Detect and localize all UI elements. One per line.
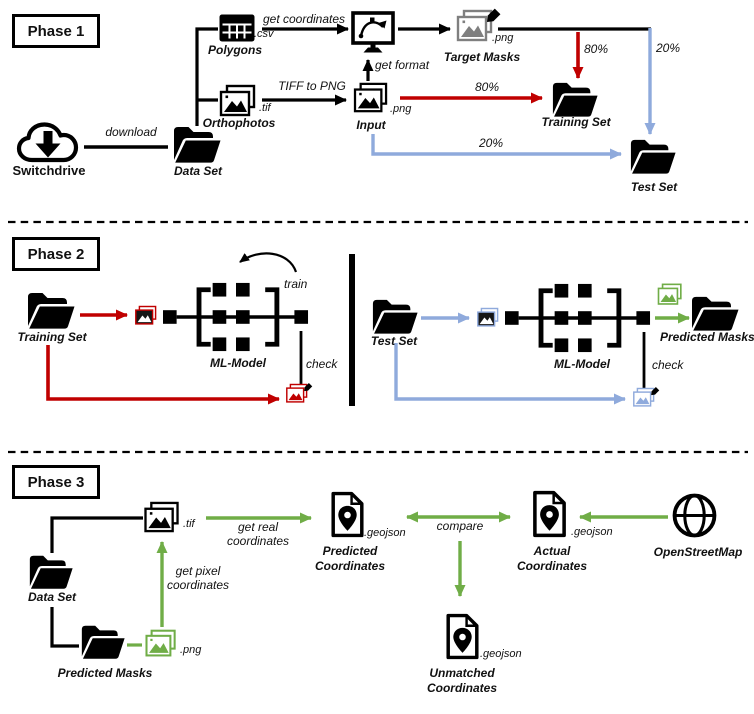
tif-image-icon — [142, 501, 182, 534]
training-set2-folder-icon — [26, 290, 76, 330]
phase3-box: Phase 3 — [12, 465, 100, 499]
predicted-output-image-icon — [656, 283, 684, 306]
test-set-folder-icon — [629, 137, 677, 175]
training-set-folder-icon — [551, 80, 599, 118]
check-right-image-icon — [632, 387, 660, 408]
vector-monitor-icon — [351, 11, 395, 57]
get-format-label: get format — [375, 58, 430, 72]
get-pixel-coordinates-label: get pixel coordinates — [166, 564, 230, 593]
ml-model-left-label: ML-Model — [210, 356, 266, 370]
predicted-coordinates-label: Predicted Coordinates — [314, 544, 385, 573]
get-real-coordinates-label: get real coordinates — [226, 520, 290, 549]
actual-geojson-ext-label: .geojson — [571, 526, 613, 538]
test-set2-folder-icon — [371, 297, 419, 335]
get-coordinates-label: get coordinates — [262, 12, 346, 26]
tif-ext-label: .tif — [259, 102, 271, 114]
pct20-horizontal-label: 20% — [478, 136, 504, 150]
check-right-label: check — [652, 358, 684, 372]
predicted-geojson-ext-label: .geojson — [364, 527, 406, 539]
input-image-icon — [350, 82, 392, 114]
input-png-ext-label: .png — [390, 103, 412, 115]
data-set-label: Data Set — [173, 164, 223, 178]
unmatched-coordinates-label: Unmatched Coordinates — [426, 666, 497, 695]
ml-model-left-icon — [163, 277, 309, 357]
csv-ext-label: .csv — [254, 28, 274, 40]
pct20-vertical-label: 20% — [656, 41, 681, 55]
target-masks-image-icon — [455, 8, 501, 43]
target-png-ext-label: .png — [492, 32, 514, 44]
pct80-horizontal-label: 80% — [474, 80, 500, 94]
phase2-box: Phase 2 — [12, 237, 100, 271]
training-input-image-icon — [134, 305, 158, 326]
orthophotos-image-icon — [217, 84, 259, 118]
train-loop-arrow — [239, 252, 298, 273]
predicted-masks2-folder-icon — [80, 623, 126, 660]
compare-label: compare — [436, 519, 484, 533]
phase2-title: Phase 2 — [27, 245, 85, 263]
test-set2-label: Test Set — [370, 334, 418, 348]
input-label: Input — [356, 118, 386, 132]
check-left-label: check — [306, 357, 338, 371]
png-ext-label: .png — [180, 644, 202, 656]
training-set-label: Training Set — [541, 115, 611, 129]
phase2-divider — [349, 254, 355, 406]
predicted-coordinates-doc-icon — [330, 491, 365, 538]
predicted-masks-folder-icon — [690, 294, 740, 332]
data-set2-folder-icon — [28, 553, 74, 590]
switchdrive-label: Switchdrive — [12, 163, 86, 178]
test-input-image-icon — [476, 307, 500, 328]
pct80-vertical-label: 80% — [584, 42, 609, 56]
unmatched-coordinates-doc-icon — [445, 613, 480, 660]
data-set-folder-icon — [172, 124, 222, 164]
tiff-to-png-label: TIFF to PNG — [278, 79, 346, 93]
cloud-download-icon — [16, 117, 80, 169]
check-left-image-icon — [285, 383, 313, 404]
phase1-title: Phase 1 — [27, 22, 85, 40]
predicted-masks-label: Predicted Masks — [660, 330, 754, 344]
target-masks-label: Target Masks — [443, 50, 521, 64]
polygons-table-icon — [218, 13, 256, 43]
openstreetmap-label: OpenStreetMap — [653, 545, 743, 559]
ml-model-right-label: ML-Model — [554, 357, 610, 371]
training-set2-label: Training Set — [17, 330, 87, 344]
unmatched-geojson-ext-label: .geojson — [480, 648, 522, 660]
actual-coordinates-label: Actual Coordinates — [516, 544, 587, 573]
predicted-masks2-label: Predicted Masks — [57, 666, 153, 680]
phase3-title: Phase 3 — [27, 473, 85, 491]
train-label: train — [284, 277, 308, 291]
test-set-label: Test Set — [630, 180, 678, 194]
orthophotos-label: Orthophotos — [202, 116, 276, 130]
polygons-label: Polygons — [207, 43, 262, 57]
phase1-box: Phase 1 — [12, 14, 100, 48]
openstreetmap-globe-icon — [671, 492, 718, 539]
actual-coordinates-doc-icon — [531, 490, 568, 538]
data-set2-label: Data Set — [27, 590, 77, 604]
download-label: download — [105, 125, 157, 139]
ml-model-right-icon — [505, 278, 651, 358]
png-image-icon — [143, 629, 179, 658]
tif2-ext-label: .tif — [183, 518, 195, 530]
